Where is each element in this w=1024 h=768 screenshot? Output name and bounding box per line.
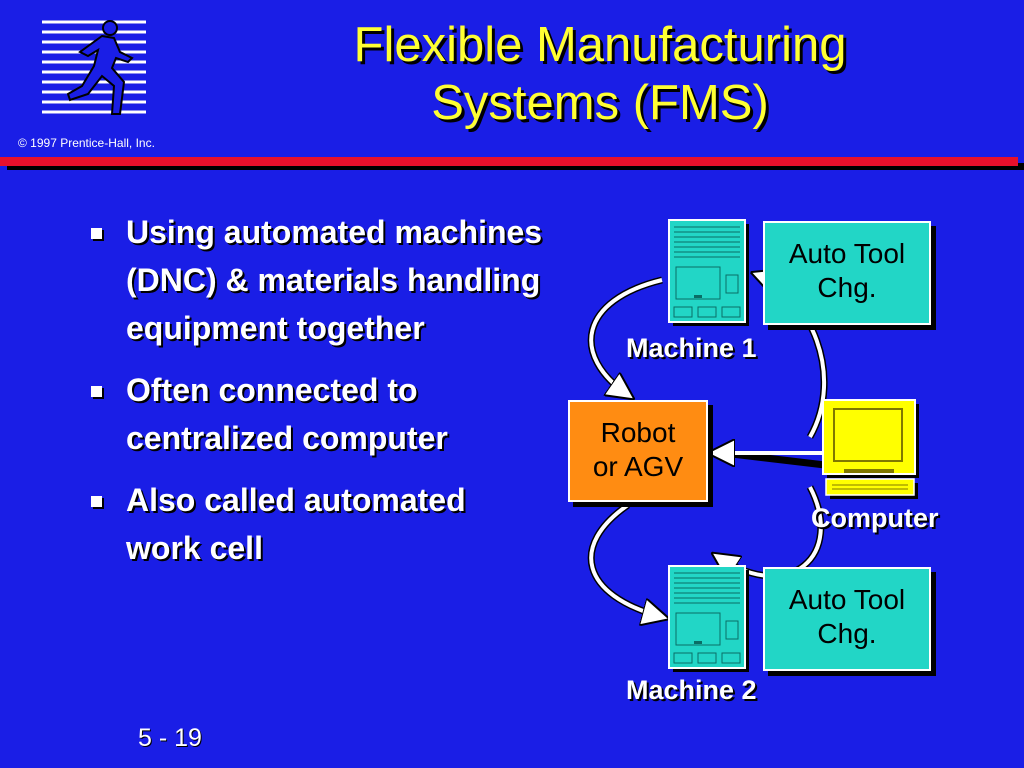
slide-title: Flexible Manufacturing Systems (FMS): [250, 16, 950, 132]
bullet-item: Using automated machines (DNC) & materia…: [88, 208, 548, 352]
bullet-text: Also called automated work cell: [126, 482, 466, 566]
bullet-square-icon: [91, 386, 102, 397]
auto-tool-changer-2-line-2: Chg.: [817, 618, 877, 649]
auto-tool-changer-2: Auto Tool Chg.: [763, 567, 931, 671]
bullet-text: Using automated machines (DNC) & materia…: [126, 214, 543, 346]
computer-label: Computer: [811, 503, 939, 533]
title-rule-shadow: [7, 163, 1024, 170]
machine-icon: [668, 219, 749, 326]
copyright-notice: © 1997 Prentice-Hall, Inc.: [18, 136, 155, 150]
bullet-square-icon: [91, 496, 102, 507]
bullet-item: Often connected to centralized computer: [88, 366, 548, 462]
fms-diagram: Auto Tool Chg. Machine 1 Robot or AGV Co…: [540, 205, 980, 725]
bullet-square-icon: [91, 228, 102, 239]
bullet-list: Using automated machines (DNC) & materia…: [88, 208, 548, 586]
robot-agv-box: Robot or AGV: [568, 400, 708, 502]
computer-icon: [822, 399, 919, 499]
bullet-text: Often connected to centralized computer: [126, 372, 448, 456]
machine-2-label: Machine 2: [626, 675, 757, 705]
page-number: 5 - 19: [138, 724, 202, 752]
robot-agv-line-2: or AGV: [592, 451, 684, 482]
running-man-logo-icon: [42, 20, 146, 115]
machine-1-label: Machine 1: [626, 333, 757, 363]
robot-agv-line-1: Robot: [600, 417, 676, 448]
auto-tool-changer-1-line-1: Auto Tool: [788, 238, 906, 269]
bullet-item: Also called automated work cell: [88, 476, 548, 572]
title-rule: [0, 157, 1018, 166]
auto-tool-changer-1: Auto Tool Chg.: [763, 221, 931, 325]
auto-tool-changer-2-line-1: Auto Tool: [788, 584, 906, 615]
auto-tool-changer-1-line-2: Chg.: [817, 272, 877, 303]
slide-title-line-2: Systems (FMS): [431, 76, 769, 130]
machine-icon: [668, 565, 749, 672]
slide-title-line-1: Flexible Manufacturing: [353, 18, 847, 72]
